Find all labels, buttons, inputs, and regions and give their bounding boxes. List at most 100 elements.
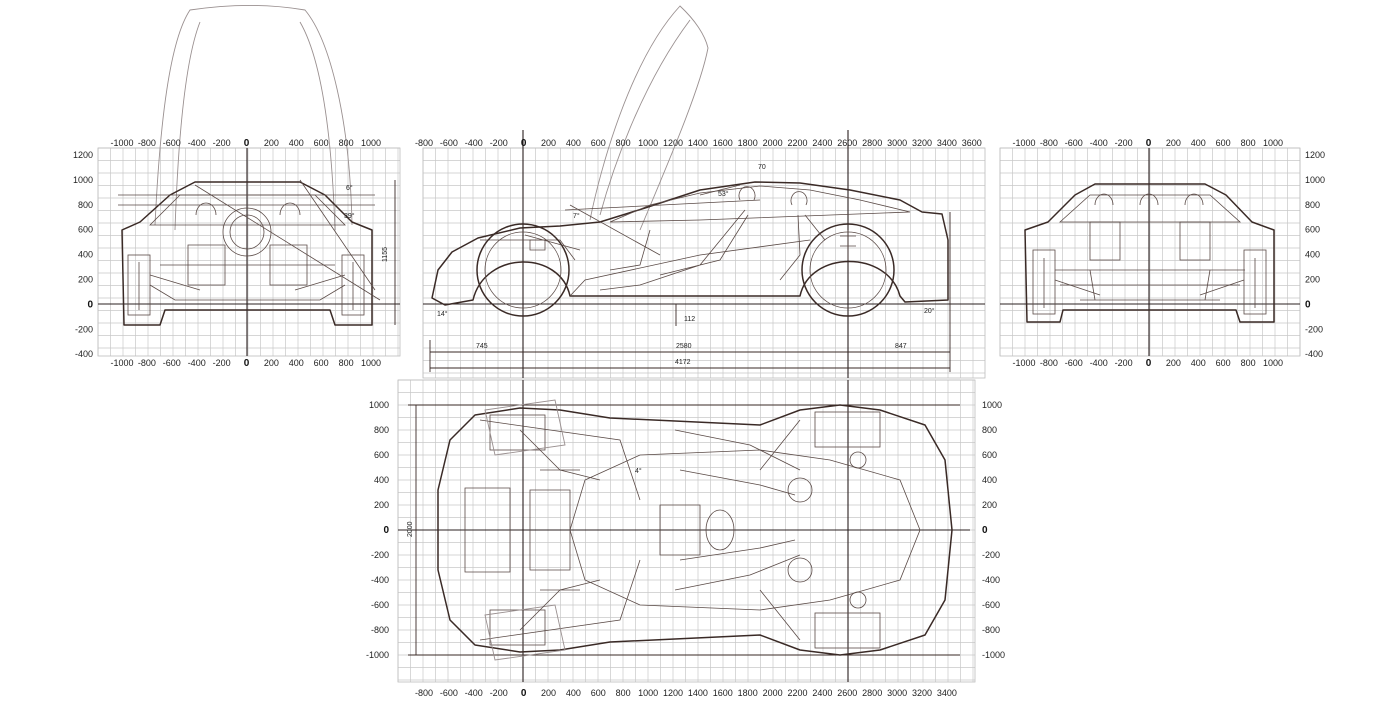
tick-label: 400 [1191, 358, 1206, 368]
side-sill [480, 229, 811, 297]
tick-label: -1000 [110, 358, 133, 368]
tick-label: 800 [616, 688, 631, 698]
side-ref-lines [564, 184, 761, 256]
tick-label: 0 [244, 138, 250, 149]
tick-label: 0 [87, 299, 93, 310]
top-fenders [479, 419, 801, 641]
tick-label: 400 [289, 138, 304, 148]
tick-label: -600 [163, 358, 181, 368]
top-rear-right-wheel [814, 612, 881, 649]
front-height-dim: 1155 [382, 247, 389, 262]
approach-angle: 14° [437, 310, 448, 318]
tick-label: 0 [521, 688, 527, 699]
tick-label: -800 [1040, 138, 1058, 148]
tick-label: 3400 [937, 138, 957, 148]
tick-label: -400 [371, 575, 389, 585]
tick-label: 3000 [887, 138, 907, 148]
tick-label: 600 [314, 138, 329, 148]
rear-overhang: 847 [895, 343, 907, 350]
tick-label: -600 [440, 688, 458, 698]
tick-label: -800 [982, 625, 1000, 635]
tick-label: 2800 [862, 138, 882, 148]
tick-label: -200 [213, 138, 231, 148]
top-steering [659, 504, 735, 556]
tick-label: 200 [541, 688, 556, 698]
tick-label: -800 [371, 625, 389, 635]
tick-label: 200 [264, 358, 279, 368]
tick-label: 600 [591, 688, 606, 698]
tick-label: 2800 [862, 688, 882, 698]
tick-label: -200 [490, 138, 508, 148]
top-occupants [674, 429, 801, 591]
side-suspension [524, 230, 856, 260]
top-driver-head [787, 477, 813, 503]
side-window [609, 185, 911, 223]
front-angle-side: 39° [344, 212, 355, 220]
tick-label: -400 [75, 349, 93, 359]
tick-label: -200 [213, 358, 231, 368]
tick-label: 400 [78, 250, 93, 260]
tick-label: 0 [1305, 299, 1311, 310]
tick-label: 400 [566, 138, 581, 148]
tick-label: 0 [383, 525, 389, 536]
tick-label: 3600 [962, 138, 982, 148]
front-open-doors-inner [174, 21, 336, 231]
tick-label: -400 [1090, 138, 1108, 148]
tick-label: 800 [374, 425, 389, 435]
tick-label: 800 [982, 425, 997, 435]
ground-clearance: 112 [684, 316, 695, 323]
tick-label: 800 [339, 138, 354, 148]
front-open-doors [154, 5, 353, 226]
tick-label: 600 [78, 225, 93, 235]
tick-label: 0 [1146, 138, 1152, 149]
tick-label: 200 [1166, 138, 1181, 148]
top-steer-angle: 4° [635, 467, 642, 475]
tick-label: 800 [616, 138, 631, 148]
tick-label: 1200 [73, 150, 93, 160]
tick-label: -800 [138, 358, 156, 368]
tick-label: 800 [339, 358, 354, 368]
tick-label: 2400 [812, 138, 832, 148]
tick-label: -1000 [1012, 358, 1035, 368]
top-passenger-head [787, 557, 813, 583]
top-front-suspension [519, 429, 601, 631]
front-grille [149, 264, 346, 301]
tick-label: -400 [188, 138, 206, 148]
tick-label: 1000 [638, 688, 658, 698]
tick-label: 1800 [738, 138, 758, 148]
tick-label: 2400 [812, 688, 832, 698]
tick-label: 400 [374, 475, 389, 485]
tick-label: -200 [371, 550, 389, 560]
side-frame [422, 147, 986, 379]
tick-label: 1200 [663, 688, 683, 698]
tick-label: 600 [314, 358, 329, 368]
tick-label: -400 [465, 138, 483, 148]
side-front-rim [484, 231, 562, 309]
tick-label: 2000 [763, 138, 783, 148]
front-right-wheel [341, 254, 365, 316]
tick-label: -800 [415, 138, 433, 148]
tick-label: 200 [1305, 275, 1320, 285]
top-grid [397, 379, 975, 682]
front-left-wheel [127, 254, 151, 316]
tick-label: 1000 [361, 138, 381, 148]
front-angle-top: 6° [346, 184, 353, 192]
tick-label: 1000 [73, 175, 93, 185]
tick-label: 3000 [887, 688, 907, 698]
tick-label: 400 [289, 358, 304, 368]
tick-label: 1000 [1263, 138, 1283, 148]
front-frame [97, 147, 401, 357]
tick-label: 600 [1216, 358, 1231, 368]
tick-label: 2000 [763, 688, 783, 698]
side-front-wheel [476, 223, 570, 317]
rear-body [1024, 183, 1275, 323]
tick-label: -400 [982, 575, 1000, 585]
tick-label: 1200 [663, 138, 683, 148]
